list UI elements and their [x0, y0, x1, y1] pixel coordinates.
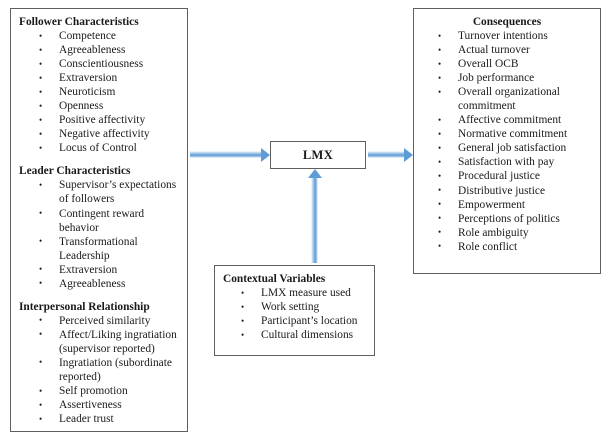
list-item: Perceptions of politics	[438, 211, 594, 226]
list-item: Procedural justice	[438, 169, 594, 184]
list-item: Openness	[39, 99, 181, 114]
list-item: Leader trust	[39, 412, 181, 427]
list-item: Extraversion	[39, 71, 181, 86]
contextual-variables-box: Contextual Variables LMX measure used Wo…	[214, 265, 375, 356]
contextual-variables-list: LMX measure used Work setting Participan…	[221, 285, 368, 343]
list-item: Overall OCB	[438, 57, 594, 72]
list-item: Ingratiation (subordinate reported)	[39, 355, 181, 384]
group-title-follower-characteristics: Follower Characteristics	[19, 16, 139, 28]
list-item: Distributive justice	[438, 183, 594, 198]
list-item: Assertiveness	[39, 398, 181, 413]
list-item: Work setting	[241, 300, 368, 315]
list-item: Perceived similarity	[39, 313, 181, 328]
list-item: Competence	[39, 28, 181, 43]
list-item: Affective commitment	[438, 113, 594, 128]
list-item: Satisfaction with pay	[438, 155, 594, 170]
list-item: Affect/Liking ingratiation (supervisor r…	[39, 327, 181, 356]
list-item: Transformational Leadership	[39, 234, 181, 263]
list-item: Positive affectivity	[39, 113, 181, 128]
arrow-contextual-to-lmx	[307, 169, 322, 263]
list-item: Job performance	[438, 71, 594, 86]
consequences-box: Consequences Turnover intentions Actual …	[413, 8, 601, 274]
group-leader-characteristics: Leader Characteristics Supervisor’s expe…	[17, 164, 181, 291]
list-item: Cultural dimensions	[241, 328, 368, 343]
group-interpersonal-relationship: Interpersonal Relationship Perceived sim…	[17, 300, 181, 427]
arrowhead-up-icon	[307, 169, 322, 178]
list-item: Extraversion	[39, 262, 181, 277]
group-title-leader-characteristics: Leader Characteristics	[19, 165, 131, 178]
group-title-interpersonal-relationship: Interpersonal Relationship	[19, 300, 150, 313]
list-item: Agreeableness	[39, 276, 181, 291]
list-item: Actual turnover	[438, 43, 594, 58]
list-item: Role ambiguity	[438, 225, 594, 240]
list-item: Participant’s location	[241, 314, 368, 329]
list-item: Neuroticism	[39, 85, 181, 100]
list-item: Turnover intentions	[438, 28, 594, 43]
interpersonal-relationship-list: Perceived similarity Affect/Liking ingra…	[17, 313, 181, 427]
list-item: Agreeableness	[39, 43, 181, 58]
list-item: Locus of Control	[39, 141, 181, 156]
list-item: Normative commitment	[438, 127, 594, 142]
leader-characteristics-list: Supervisor’s expectations of followers C…	[17, 178, 181, 291]
arrowhead-right-icon	[404, 147, 413, 162]
list-item: Self promotion	[39, 384, 181, 399]
lmx-box: LMX	[270, 141, 366, 169]
list-item: Overall organizational commitment	[438, 85, 594, 113]
lmx-label: LMX	[302, 147, 334, 162]
list-item: Negative affectivity	[39, 127, 181, 142]
list-item: Conscientiousness	[39, 57, 181, 72]
arrow-lmx-to-consequences	[368, 147, 413, 162]
consequences-title: Consequences	[472, 16, 542, 28]
antecedents-box: Follower Characteristics Competence Agre…	[10, 8, 188, 432]
list-item: Empowerment	[438, 197, 594, 212]
contextual-variables-title: Contextual Variables	[223, 273, 326, 285]
list-item: Role conflict	[438, 239, 594, 254]
list-item: Contingent reward behavior	[39, 206, 181, 235]
list-item: Supervisor’s expectations of followers	[39, 178, 181, 206]
consequences-list: Turnover intentions Actual turnover Over…	[420, 28, 594, 254]
list-item: General job satisfaction	[438, 141, 594, 156]
follower-characteristics-list: Competence Agreeableness Conscientiousne…	[17, 28, 181, 156]
arrowhead-right-icon	[261, 147, 270, 162]
group-follower-characteristics: Follower Characteristics Competence Agre…	[17, 15, 181, 156]
arrow-antecedents-to-lmx	[190, 147, 270, 162]
list-item: LMX measure used	[241, 285, 368, 300]
